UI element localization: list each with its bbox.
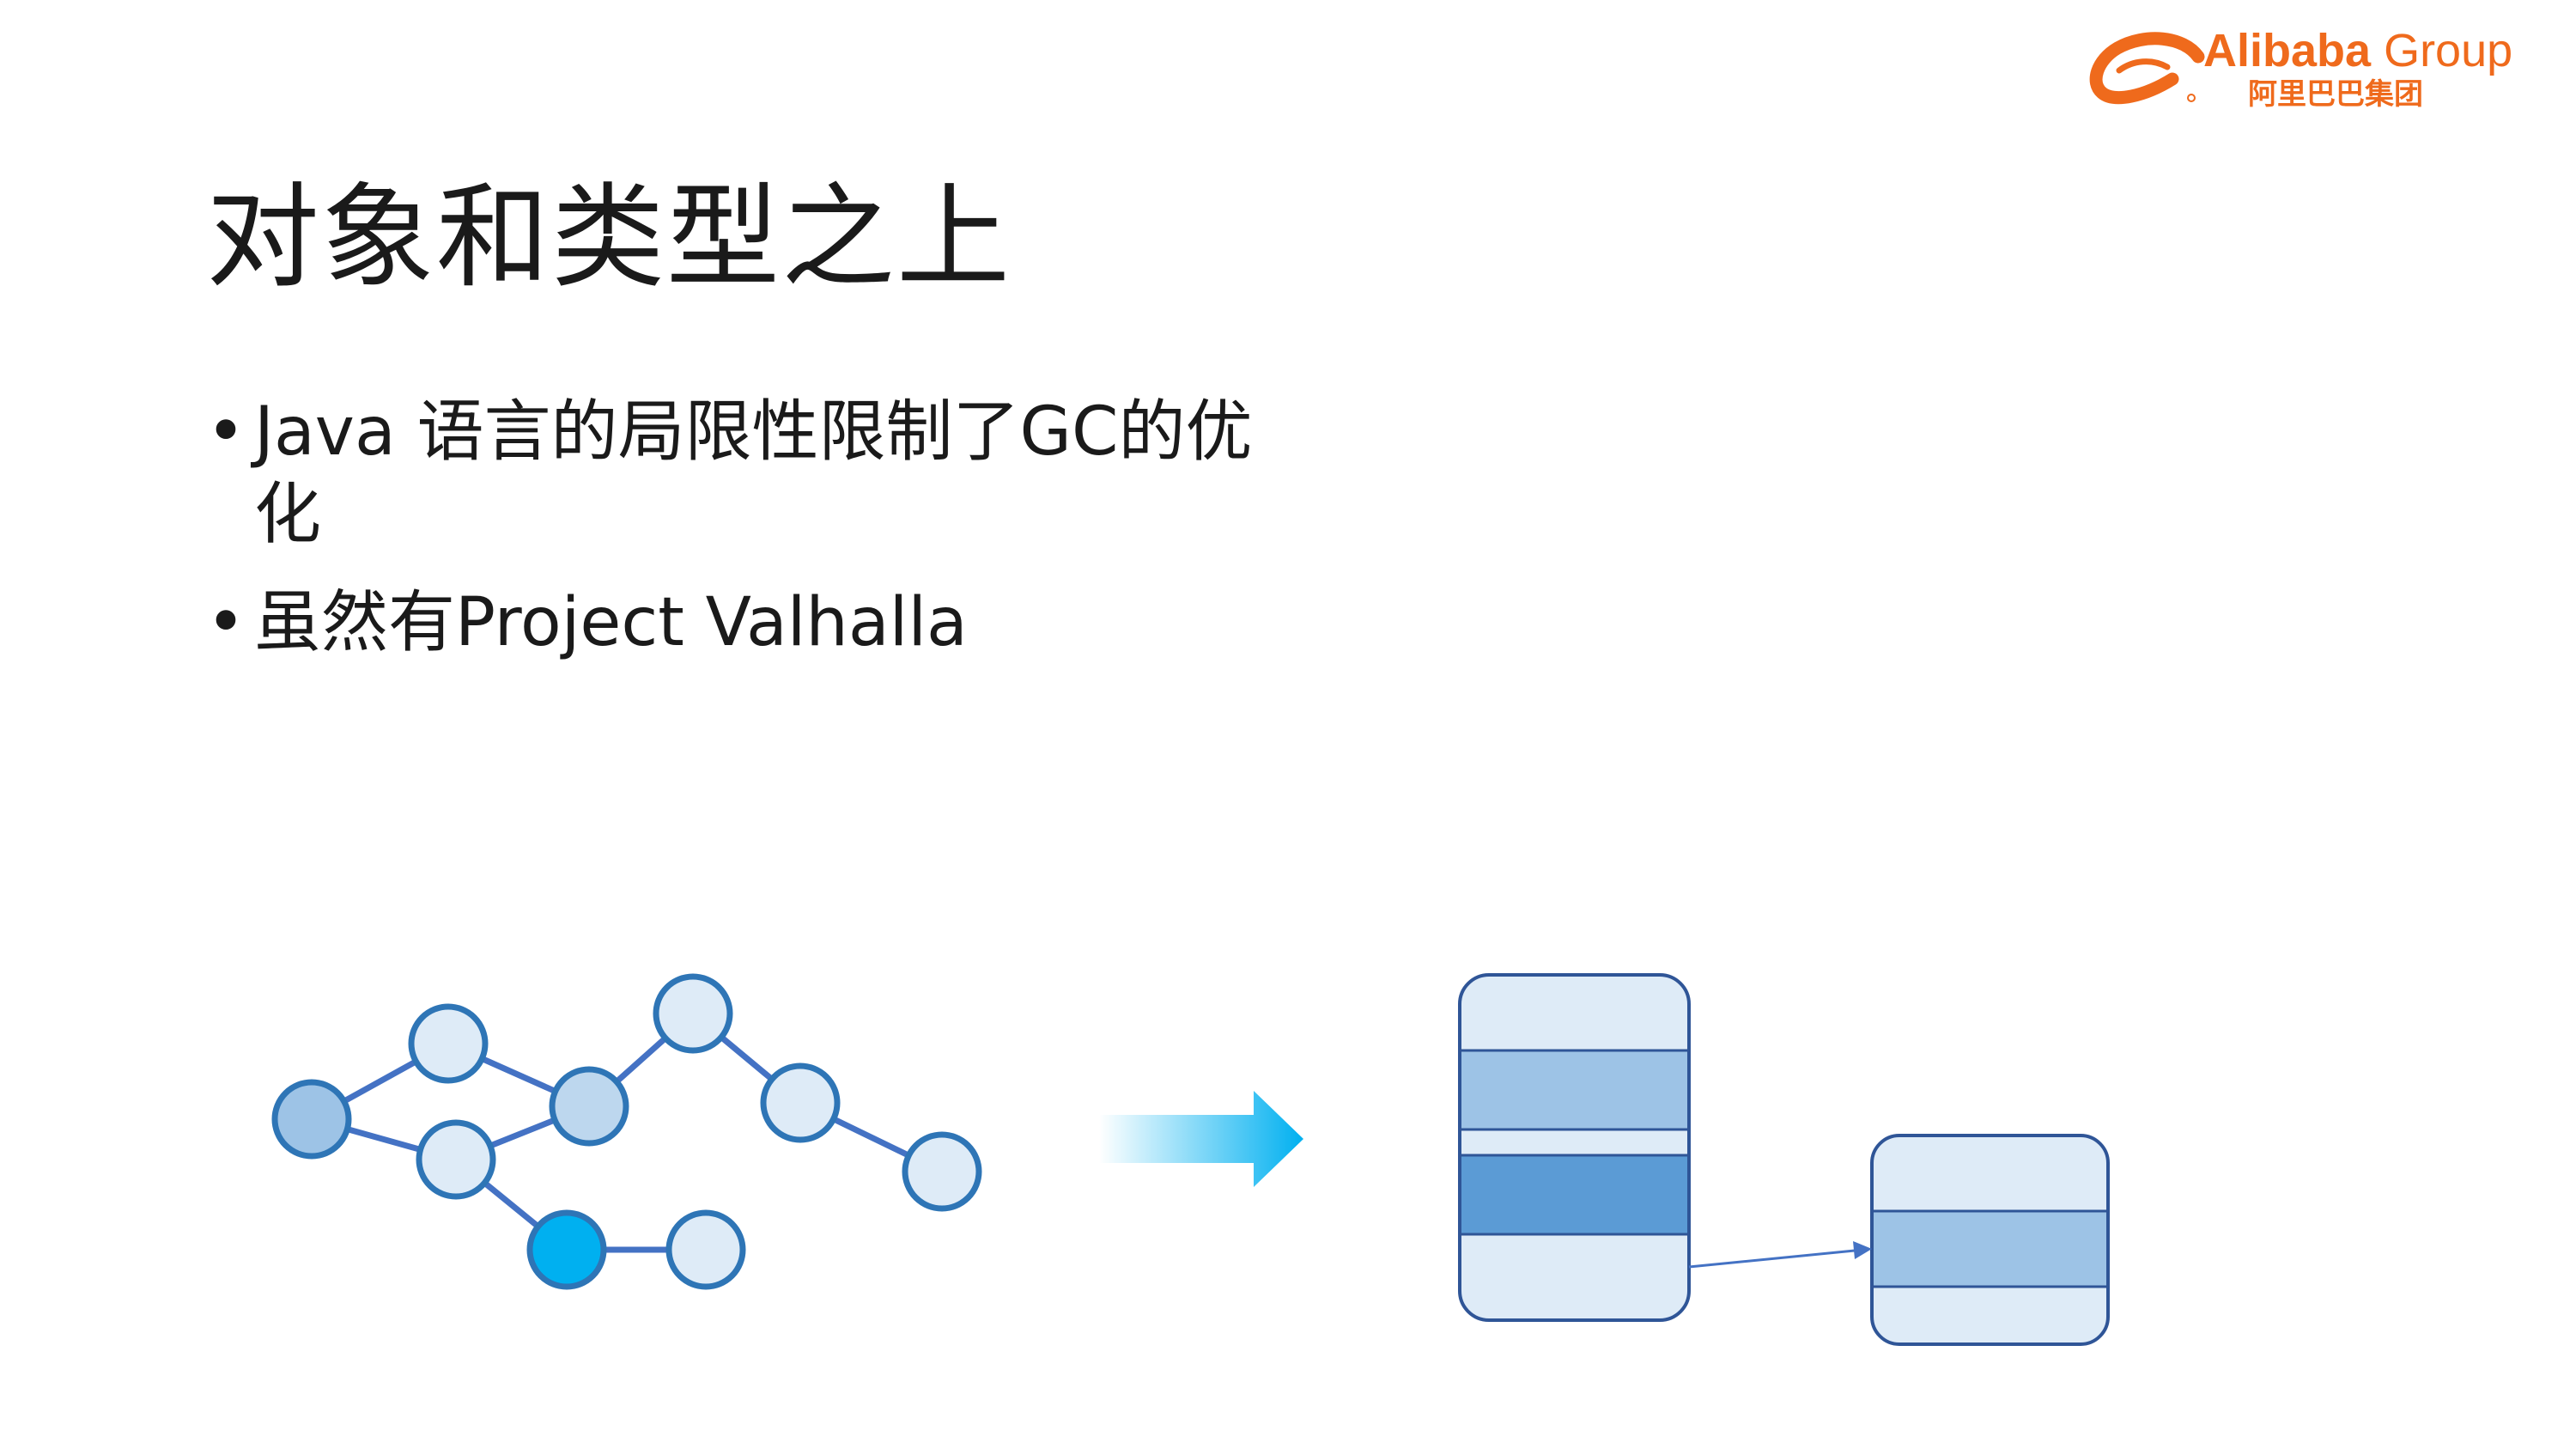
reference-pointer-arrow	[1688, 1241, 1872, 1269]
graph-node	[902, 1131, 982, 1212]
transform-arrow-icon	[1099, 1091, 1303, 1187]
graph-node	[416, 1119, 496, 1200]
block-band	[1872, 1135, 2108, 1211]
block-band	[1872, 1211, 2108, 1287]
graph-edges	[310, 1011, 944, 1253]
logo-chinese-text: 阿里巴巴集团	[2248, 77, 2423, 112]
bullet-text: 虽然有Project Valhalla	[254, 584, 968, 661]
graph-node	[653, 973, 733, 1054]
logo-english-text: Alibaba Group	[2203, 24, 2512, 77]
block-band	[1460, 1050, 1689, 1129]
flattened-object-block-right	[1870, 1134, 2110, 1346]
graph-node	[526, 1209, 607, 1290]
logo-group: Group	[2384, 25, 2513, 76]
alibaba-group-logo: Alibaba Group 阿里巴巴集团	[2085, 22, 2566, 112]
graph-nodes	[271, 973, 982, 1290]
block-band	[1460, 1129, 1689, 1155]
graph-node	[408, 1003, 489, 1084]
bullet-dot: •	[206, 584, 246, 661]
alibaba-smile-icon	[2089, 32, 2205, 105]
flattened-object-block-left	[1458, 973, 1691, 1322]
slide-title: 对象和类型之上	[206, 172, 1012, 304]
block-band	[1460, 975, 1689, 1050]
bullet-dot: •	[206, 393, 246, 471]
bullet-item: •Java 语言的局限性限制了GC的优化	[206, 391, 1305, 556]
graph-node	[665, 1209, 746, 1290]
bullet-item: •虽然有Project Valhalla	[206, 581, 1305, 664]
logo-brand: Alibaba	[2203, 25, 2372, 76]
block-band	[1460, 1155, 1689, 1234]
block-band	[1872, 1287, 2108, 1344]
graph-node	[760, 1062, 841, 1143]
bullet-text: Java 语言的局限性限制了GC的优化	[254, 393, 1253, 553]
graph-node	[271, 1079, 352, 1160]
bullet-list: •Java 语言的局限性限制了GC的优化 •虽然有Project Valhall…	[206, 391, 1305, 690]
block-band	[1460, 1234, 1689, 1320]
graph-node	[549, 1066, 629, 1147]
